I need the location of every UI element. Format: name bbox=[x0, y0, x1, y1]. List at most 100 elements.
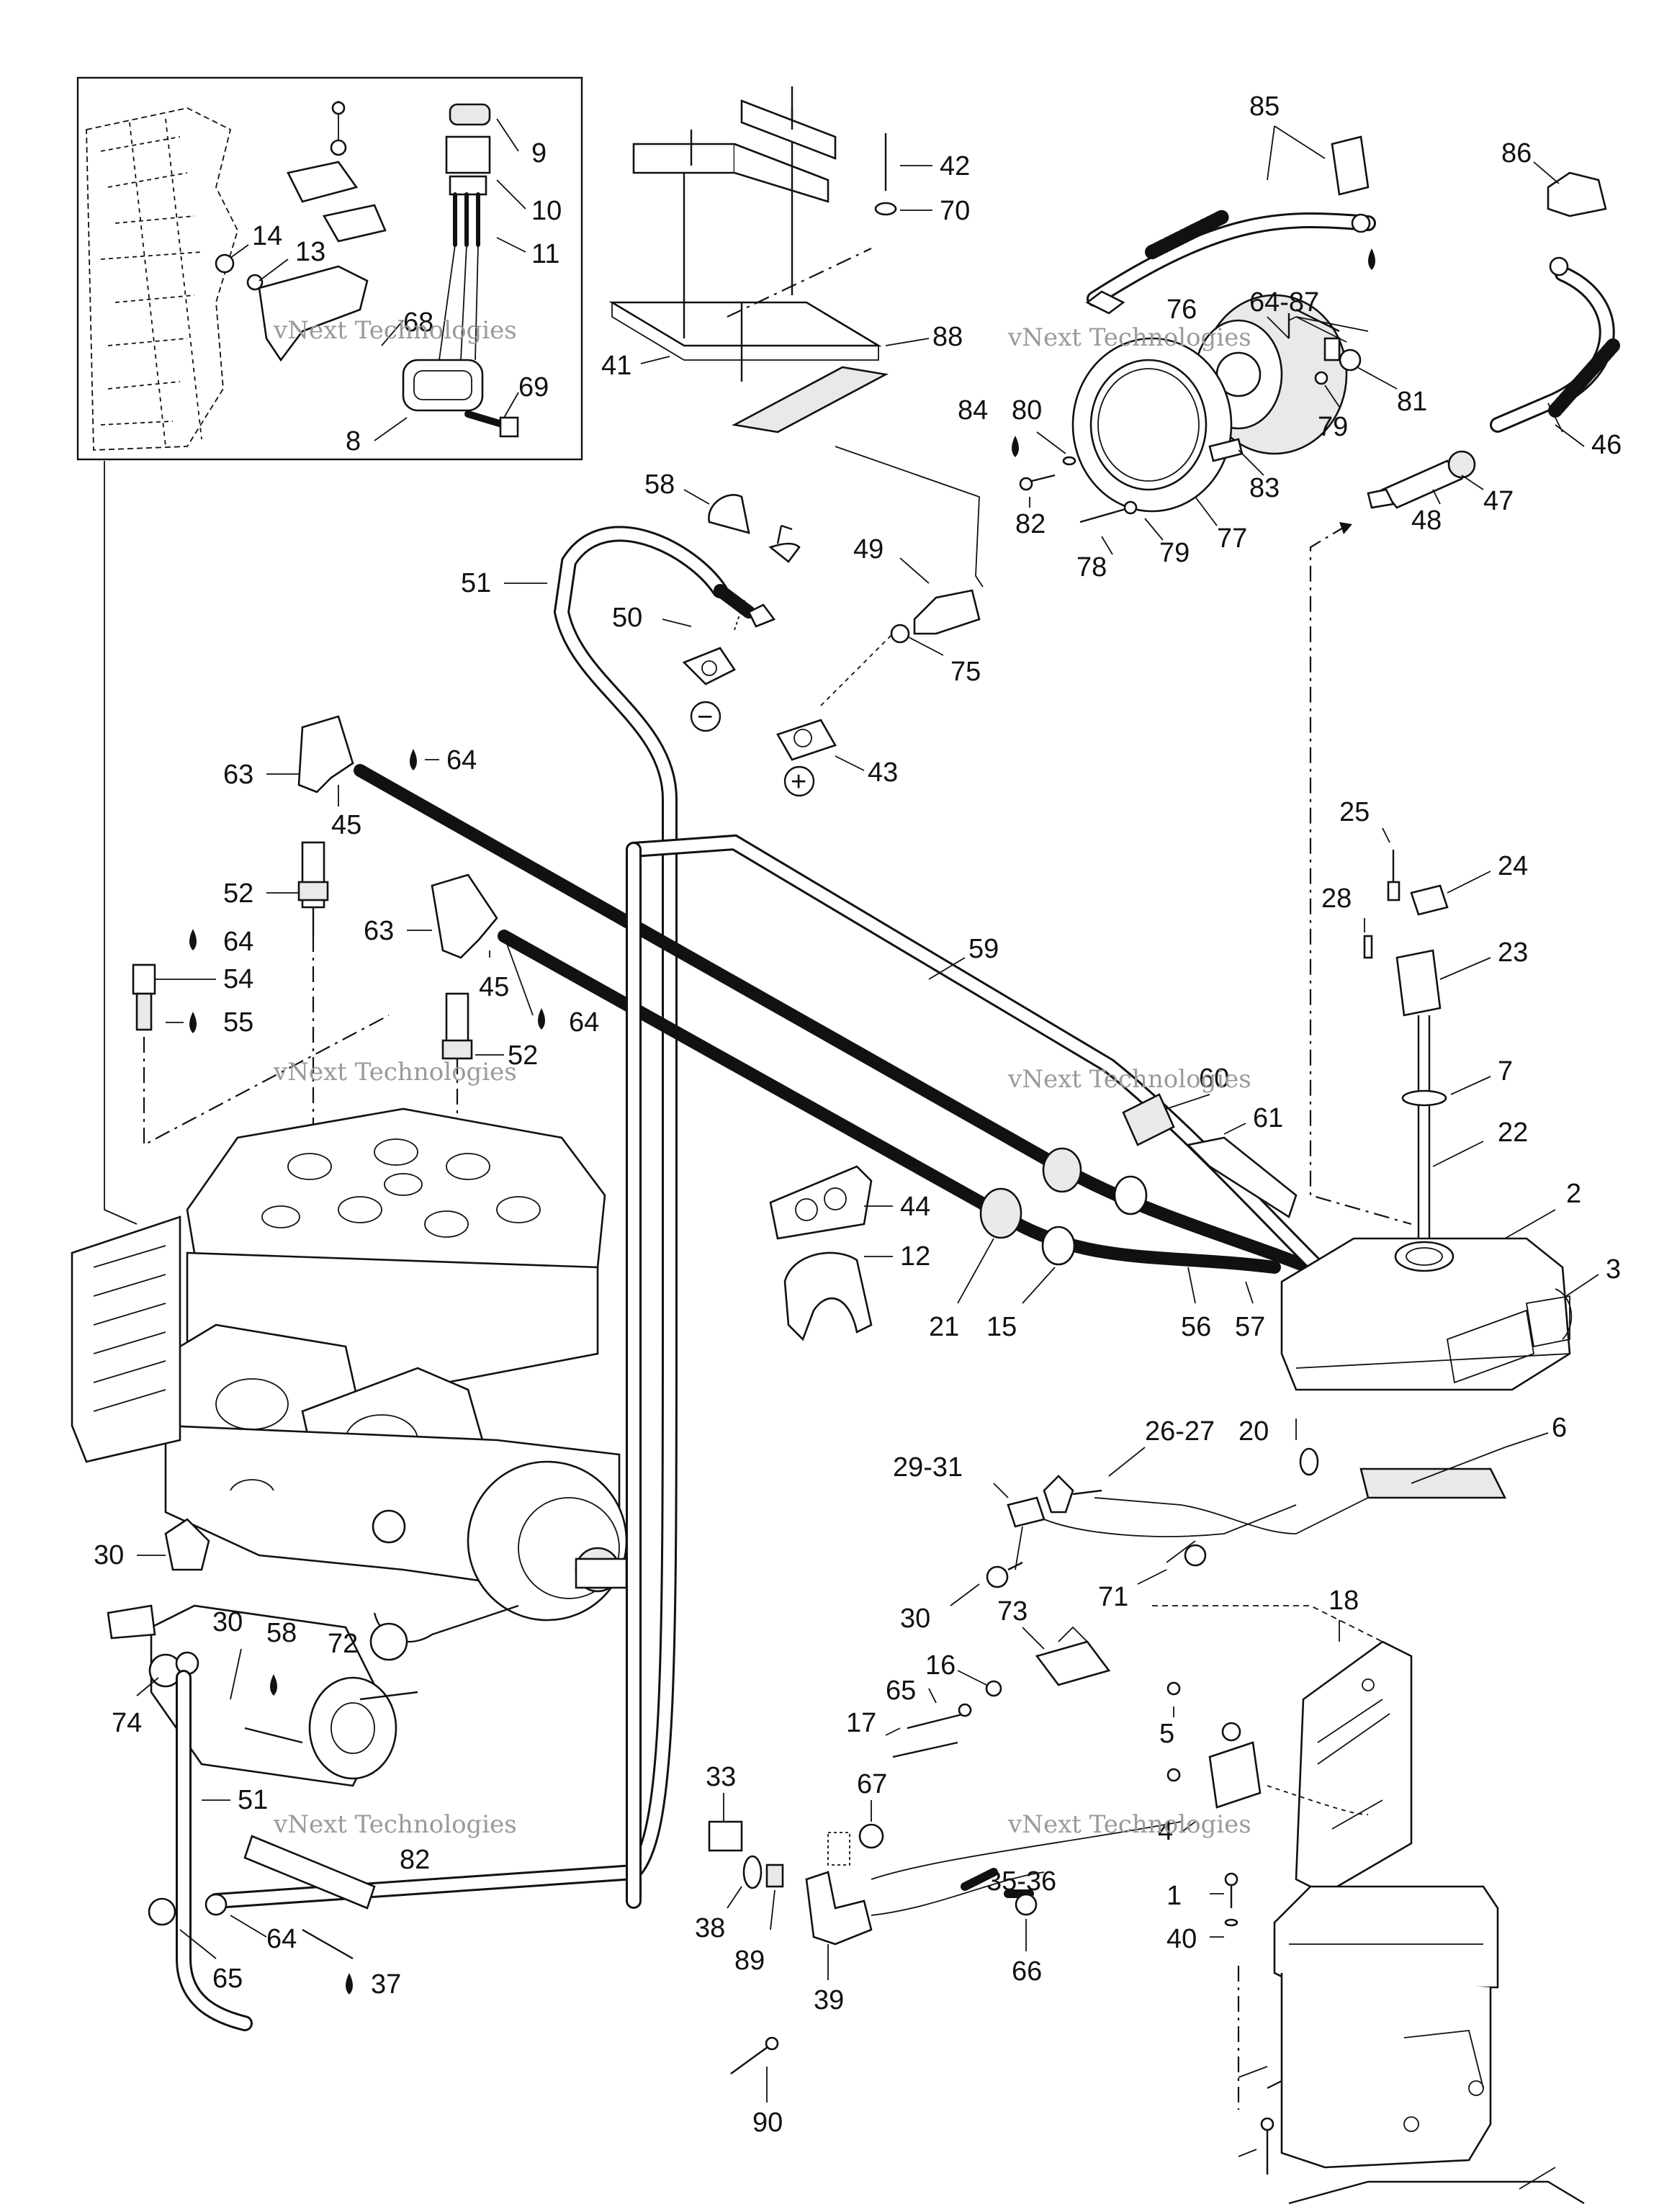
label-65: 16 bbox=[925, 1650, 956, 1681]
base-90 bbox=[1288, 2180, 1585, 2205]
temperature-sensor bbox=[132, 963, 156, 995]
nut-75 bbox=[890, 624, 910, 644]
watermark: vNext Technologies bbox=[1007, 1065, 1251, 1094]
boot-60 bbox=[1122, 1093, 1175, 1146]
pad bbox=[732, 366, 889, 433]
label-56: 56 bbox=[1181, 1312, 1211, 1342]
label-57: 57 bbox=[1235, 1312, 1265, 1342]
inset-detail: 9 10 11 14 13 68 69 8 bbox=[76, 76, 583, 461]
clip-12 bbox=[783, 1251, 873, 1341]
label-30: 30 bbox=[900, 1604, 930, 1634]
lubricant-drop-icon bbox=[346, 1973, 353, 1995]
label-55: 55 bbox=[223, 1007, 253, 1038]
starter-motor bbox=[107, 1604, 418, 1787]
label-78: 78 bbox=[1076, 552, 1107, 583]
label-67: 67 bbox=[857, 1769, 887, 1799]
label-88: 88 bbox=[932, 322, 963, 352]
strap-6 bbox=[1359, 1467, 1507, 1499]
positive-terminal-icon bbox=[783, 765, 815, 797]
label-68: 68 bbox=[403, 307, 433, 338]
label-41: 41 bbox=[601, 351, 631, 381]
watermark: vNext Technologies bbox=[273, 316, 517, 345]
label-53: 65 bbox=[212, 1964, 243, 1994]
label-63: 63 bbox=[364, 916, 394, 946]
connector-33 bbox=[708, 1820, 743, 1852]
label-51: 51 bbox=[461, 568, 491, 598]
label-21: 21 bbox=[929, 1312, 959, 1342]
connector-29-31 bbox=[1007, 1496, 1046, 1528]
label-69: 69 bbox=[518, 372, 549, 403]
label-74: 58 bbox=[266, 1618, 297, 1648]
label-85: 85 bbox=[1249, 91, 1280, 122]
label-64: 37 bbox=[371, 1969, 401, 2000]
cover-5 bbox=[1295, 1640, 1413, 1895]
label-64: 64 bbox=[223, 927, 253, 957]
clamp-50 bbox=[682, 647, 736, 685]
nut bbox=[215, 253, 235, 274]
label-46: 46 bbox=[1591, 430, 1622, 460]
label-47: 47 bbox=[1483, 486, 1514, 516]
connector-cap bbox=[449, 103, 491, 126]
label-75: 75 bbox=[950, 657, 981, 687]
label-49: 49 bbox=[853, 534, 884, 565]
label-54: 54 bbox=[223, 964, 253, 994]
bracket bbox=[258, 265, 369, 362]
spark-plug-cap-upper bbox=[297, 715, 354, 793]
lubricant-drop-icon bbox=[189, 1012, 197, 1033]
cap-58-lower bbox=[164, 1518, 210, 1571]
lubricant-drop-icon bbox=[270, 1674, 277, 1696]
nut-53 bbox=[148, 1897, 176, 1926]
label-58: 30 bbox=[94, 1540, 124, 1570]
label-13: 13 bbox=[295, 237, 325, 267]
label-64-87: 64-87 bbox=[1249, 287, 1319, 318]
engine bbox=[71, 1107, 628, 1661]
watermark: vNext Technologies bbox=[1007, 1810, 1251, 1839]
label-25: 25 bbox=[1339, 797, 1370, 827]
label-29-31: 29-31 bbox=[893, 1452, 963, 1483]
label-79: 79 bbox=[1318, 412, 1348, 442]
label-38: 66 bbox=[1012, 1956, 1042, 1987]
negative-symbol: − bbox=[697, 702, 713, 732]
cap-49 bbox=[913, 589, 981, 635]
label-22: 22 bbox=[1498, 1118, 1528, 1148]
label-86: 86 bbox=[1501, 138, 1532, 168]
washer bbox=[874, 202, 897, 216]
label-37: 38 bbox=[695, 1913, 725, 1943]
label-18: 17 bbox=[846, 1708, 876, 1738]
ignition-coil-4 bbox=[1208, 1741, 1262, 1809]
washer-67 bbox=[858, 1823, 884, 1849]
battery-holder bbox=[608, 86, 882, 382]
ignition-cable-upper bbox=[354, 764, 1072, 1177]
label-17: 65 bbox=[886, 1676, 916, 1706]
label-82: 82 bbox=[400, 1845, 430, 1875]
lubricant-drop-icon bbox=[189, 929, 197, 950]
label-23: 23 bbox=[1498, 938, 1528, 968]
label-8: 8 bbox=[346, 426, 361, 457]
label-79: 79 bbox=[1159, 538, 1190, 568]
label-33: 33 bbox=[706, 1762, 736, 1792]
label-42: 42 bbox=[940, 151, 970, 181]
battery-box bbox=[1273, 1885, 1499, 2169]
label-30: 71 bbox=[1098, 1582, 1128, 1612]
label-6: 6 bbox=[1552, 1413, 1567, 1443]
washer-79 bbox=[1314, 371, 1328, 385]
washer bbox=[246, 274, 264, 291]
label-83: 80 bbox=[1012, 395, 1042, 426]
grommet-7 bbox=[1401, 1089, 1447, 1107]
label-52: 52 bbox=[223, 878, 253, 909]
lubricant-drop-icon bbox=[538, 1008, 545, 1030]
label-77: 77 bbox=[1217, 523, 1247, 554]
clamp-43 bbox=[776, 719, 837, 761]
lubricant-drop-icon bbox=[1012, 436, 1019, 457]
label-9: 9 bbox=[531, 138, 547, 168]
label-39: 40 bbox=[1166, 1924, 1197, 1954]
negative-terminal-icon bbox=[690, 701, 721, 732]
label-3: 3 bbox=[1606, 1254, 1621, 1285]
label-63: 63 bbox=[223, 760, 253, 790]
label-64: 64 bbox=[446, 745, 477, 775]
label-82: 82 bbox=[1015, 509, 1046, 539]
label-26-27: 26-27 bbox=[1145, 1416, 1215, 1447]
lubricant-drop-icon bbox=[410, 749, 417, 770]
cap-86 bbox=[1547, 171, 1607, 217]
